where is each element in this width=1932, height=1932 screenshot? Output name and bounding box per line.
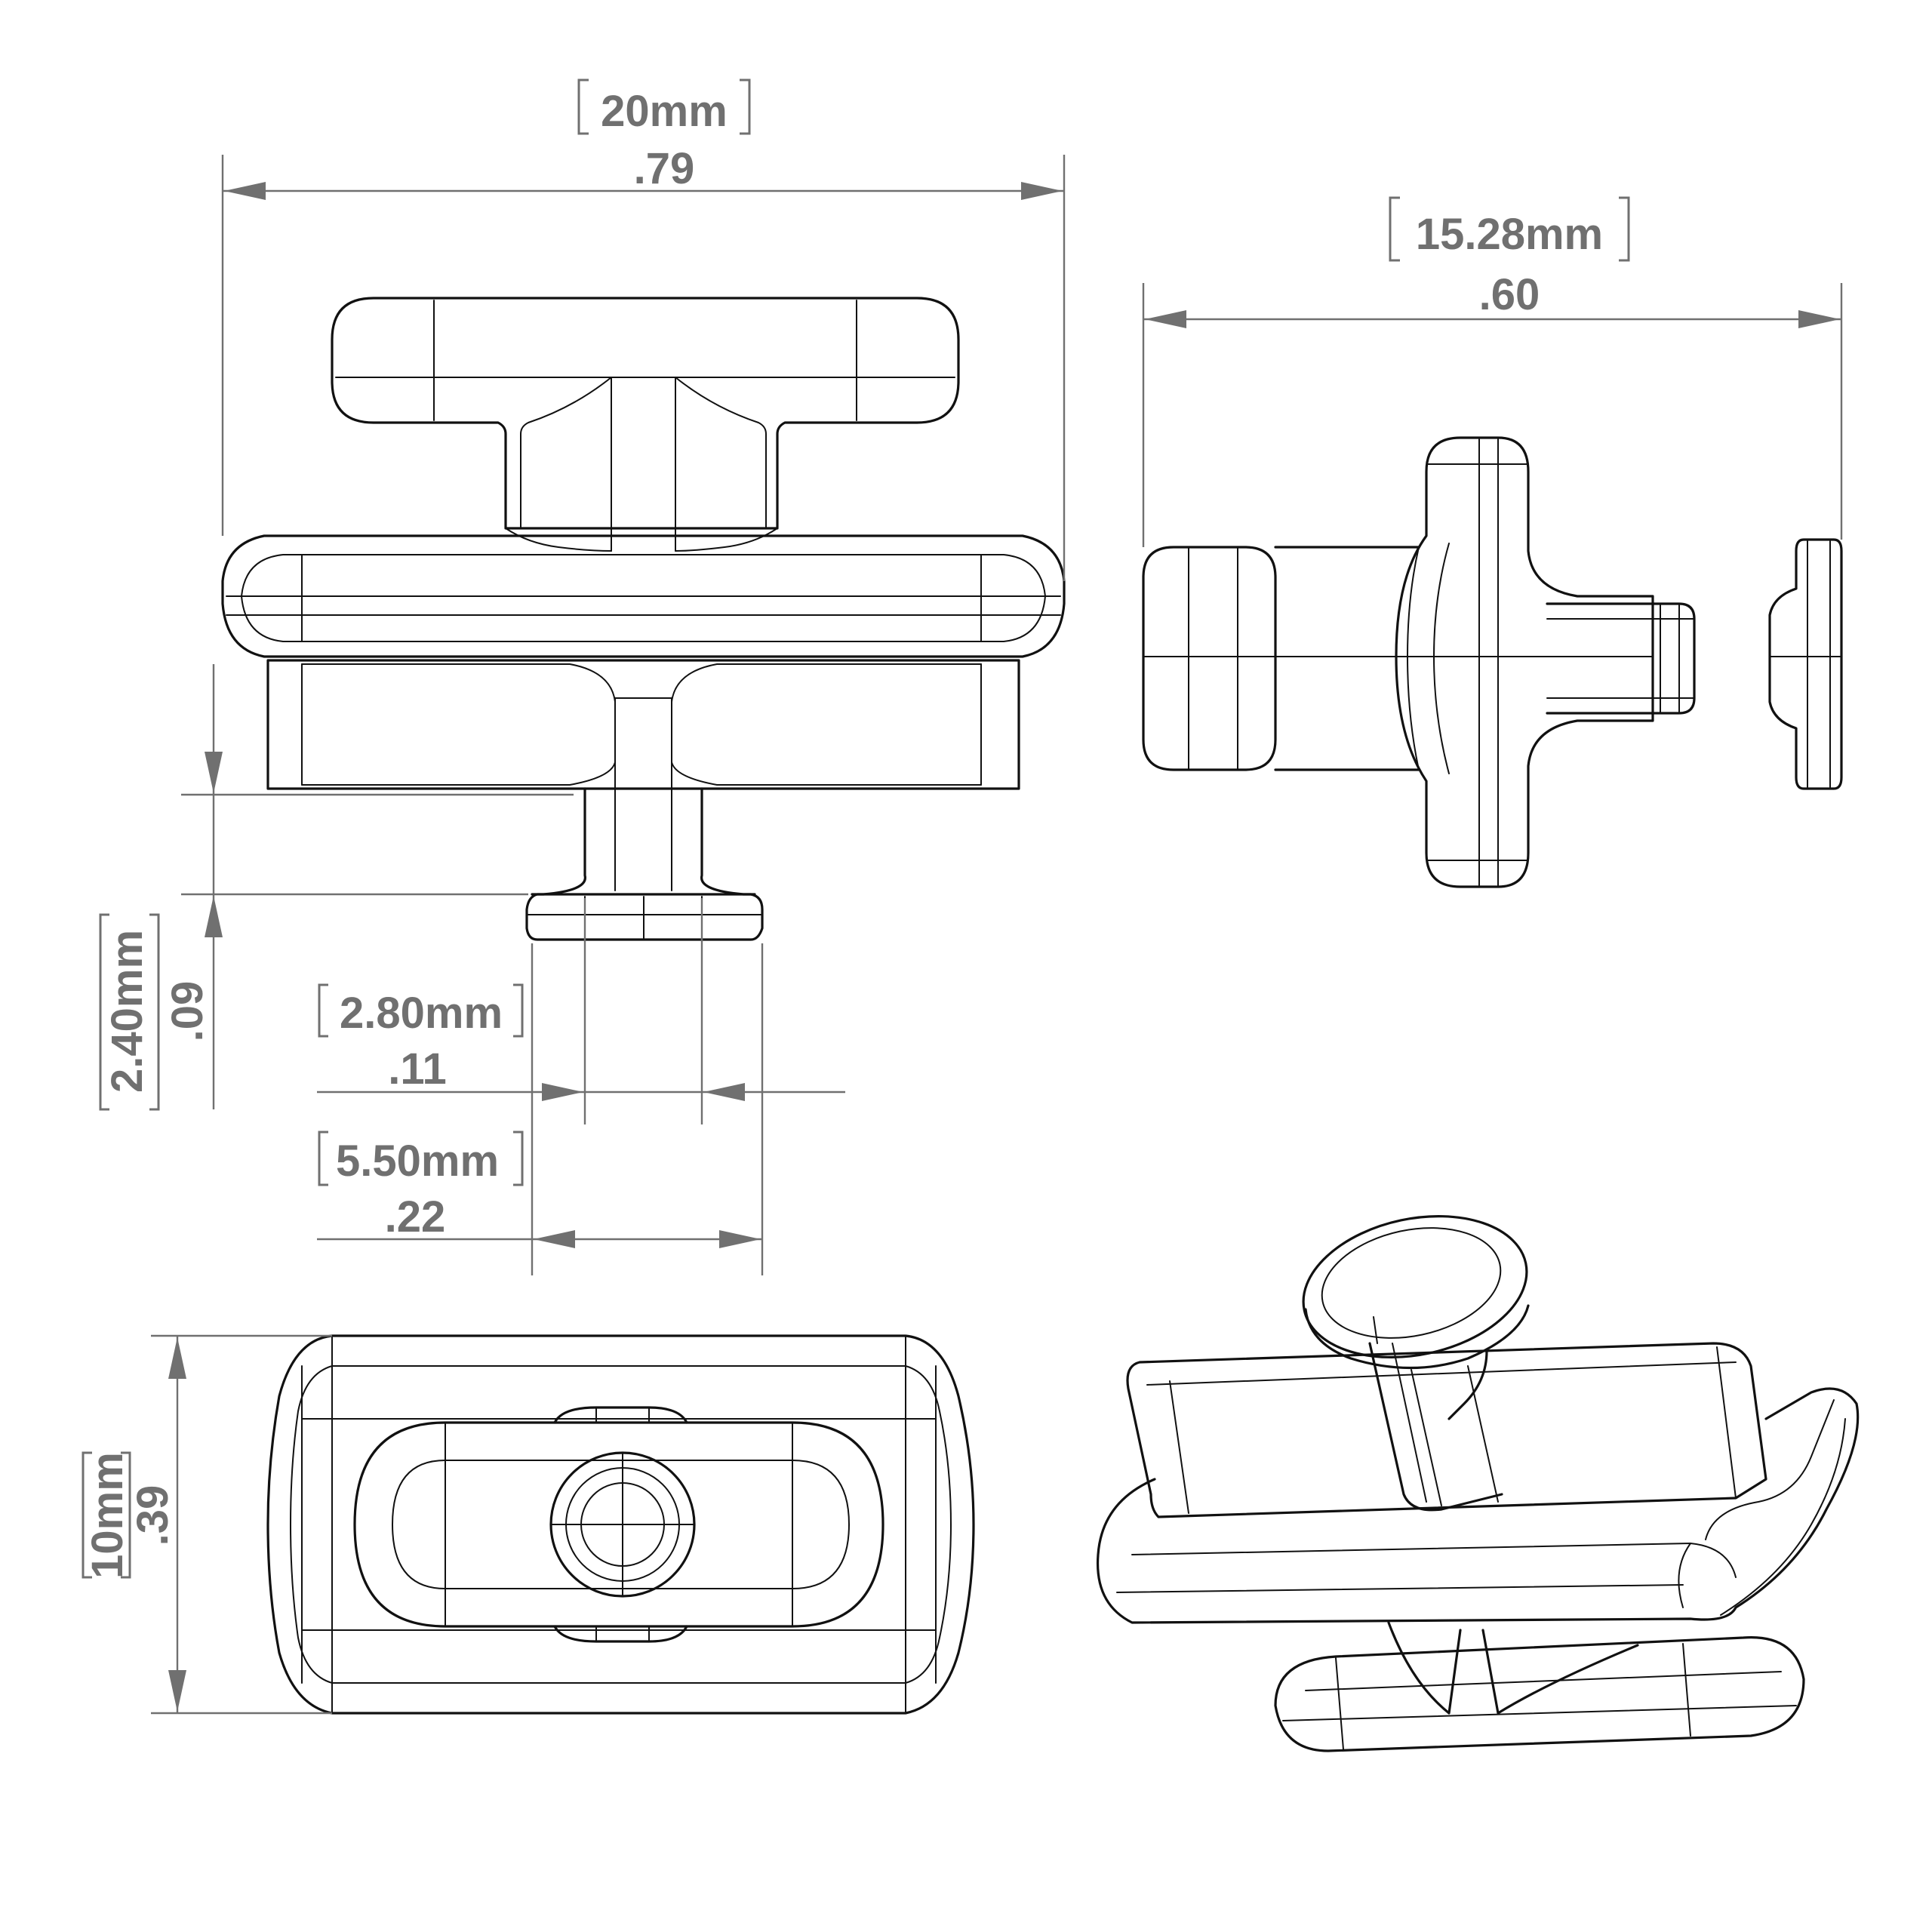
front-view (221, 297, 1066, 941)
shaft-metric-label: 2.80mm (340, 989, 503, 1038)
shaft-imperial-label: .11 (388, 1044, 446, 1094)
dimension-width-20mm: 20mm .79 (221, 78, 1066, 581)
dimension-shaft-2-80mm: 2.80mm .11 (317, 898, 845, 1124)
top-view (266, 1334, 975, 1715)
width-metric-label: 20mm (601, 87, 728, 136)
side-view (1142, 436, 1843, 888)
neck-imperial-label: .09 (163, 981, 212, 1042)
width-imperial-label: .79 (634, 144, 695, 193)
head-imperial-label: .22 (385, 1192, 446, 1241)
dimension-height-10mm: 10mm .39 (82, 1334, 332, 1715)
dimension-head-5-50mm: 5.50mm .22 (317, 943, 764, 1275)
depth-metric-label: 15.28mm (1416, 210, 1603, 259)
dimension-depth-15-28mm: 15.28mm .60 (1142, 196, 1843, 547)
isometric-view (1096, 1215, 1860, 1752)
dimension-neck-2-40mm: 2.40mm .09 (99, 664, 574, 1111)
head-metric-label: 5.50mm (336, 1137, 499, 1186)
height-imperial-label: .39 (128, 1485, 177, 1546)
height-metric-label: 10mm (83, 1452, 132, 1579)
neck-metric-label: 2.40mm (103, 930, 152, 1093)
depth-imperial-label: .60 (1479, 270, 1540, 319)
